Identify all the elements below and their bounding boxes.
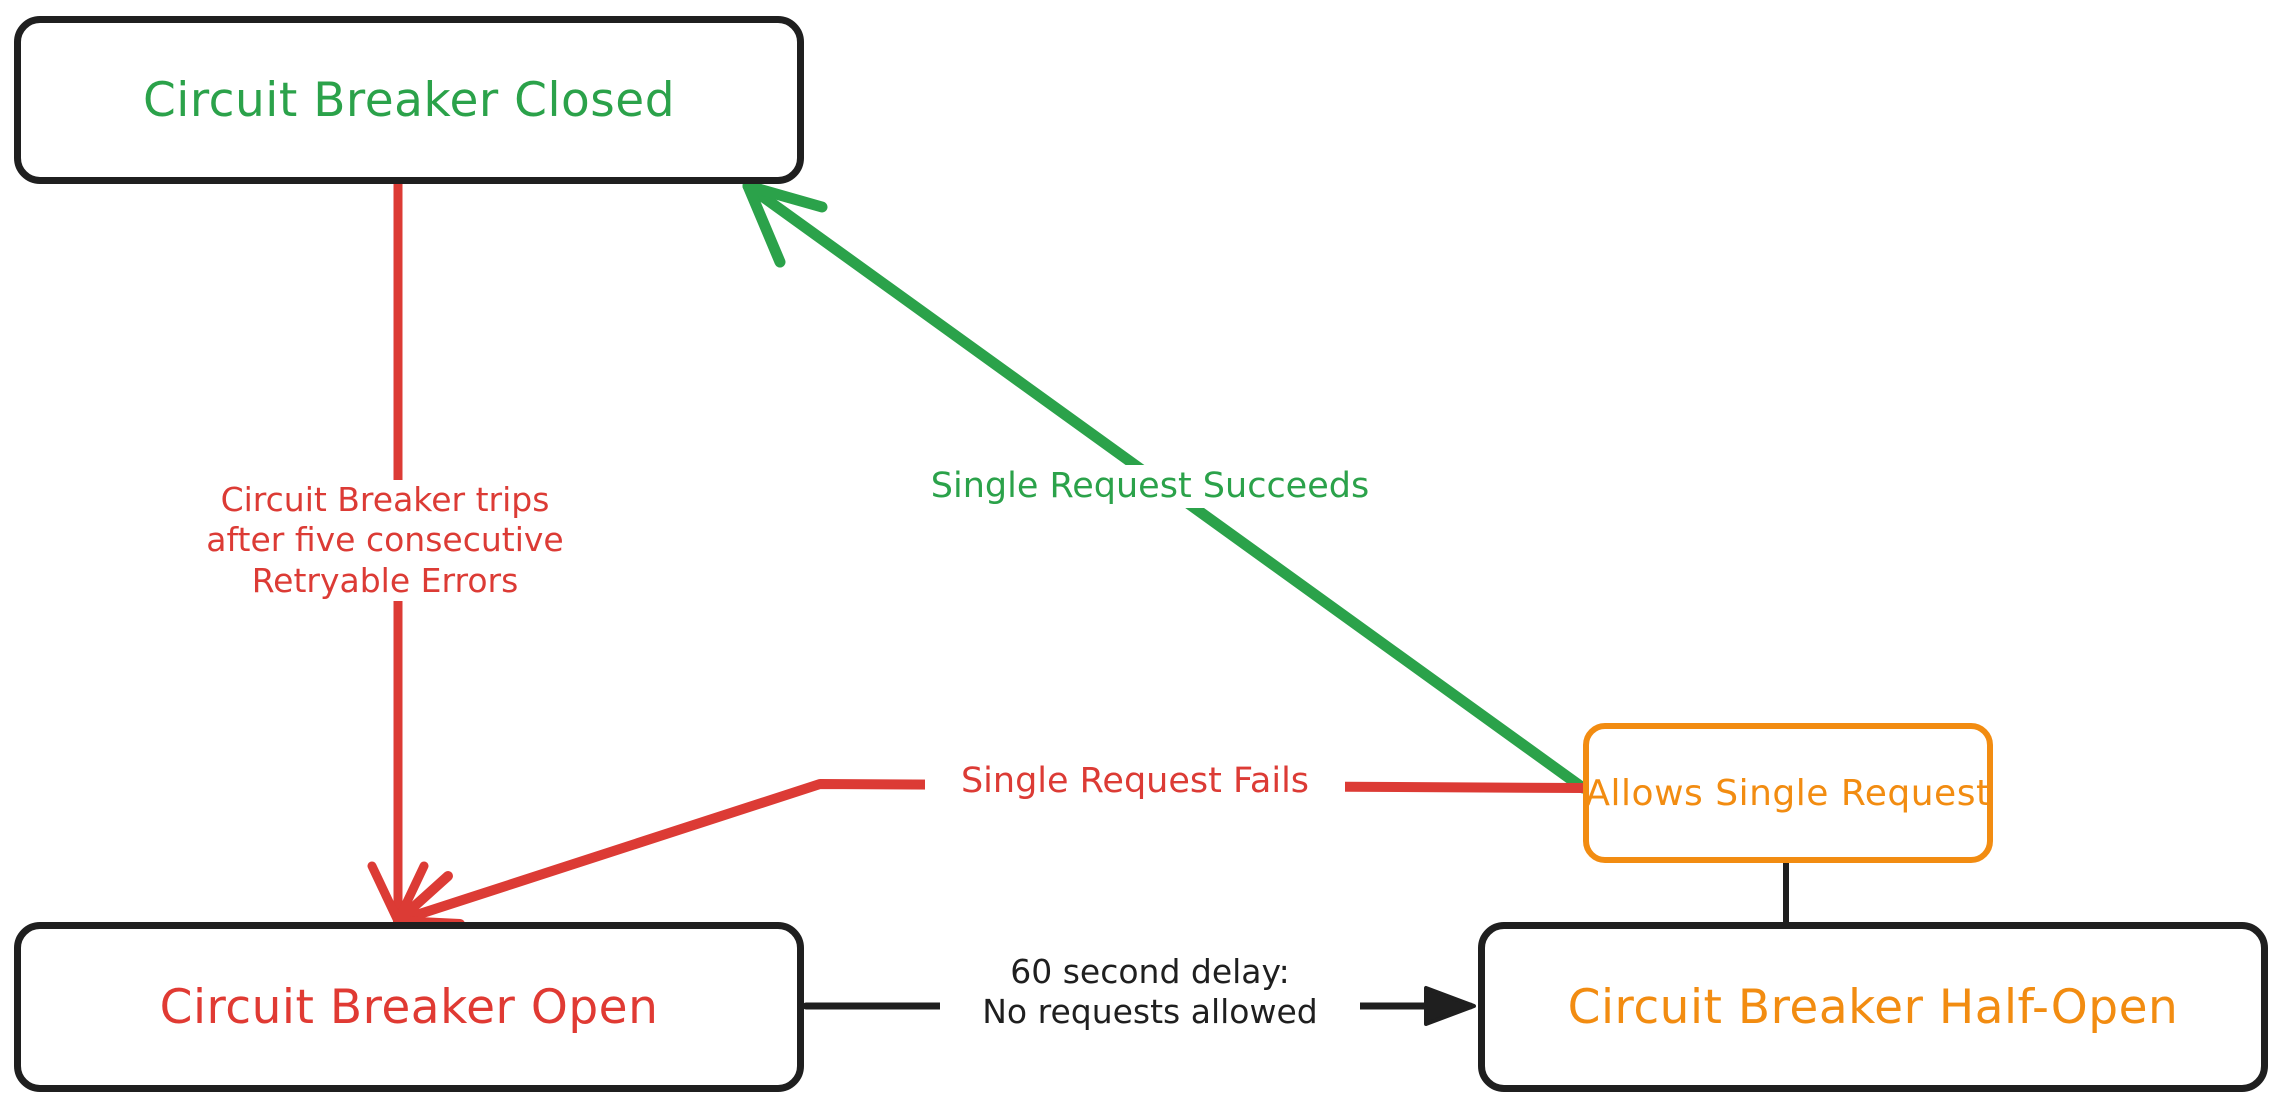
edge-allows-to-open <box>393 779 1588 929</box>
edge-label-allows-to-open: Single Request Fails <box>925 760 1345 803</box>
node-label-closed: Circuit Breaker Closed <box>142 72 676 128</box>
node-circuit-breaker-half-open[interactable]: Circuit Breaker Half-Open <box>1478 922 2268 1092</box>
edge-label-line: Retryable Errors <box>251 560 519 600</box>
node-circuit-breaker-closed[interactable]: Circuit Breaker Closed <box>14 16 804 184</box>
edge-label-line: Circuit Breaker trips <box>220 480 550 519</box>
node-allows-single-request[interactable]: Allows Single Request <box>1583 723 1993 863</box>
edge-label-line: Single Request Succeeds <box>930 466 1370 506</box>
edge-label-allows-to-closed: Single Request Succeeds <box>905 465 1395 508</box>
edge-label-line: No requests allowed <box>982 992 1318 1032</box>
edge-label-open-to-half-open: 60 second delay: No requests allowed <box>940 952 1360 1033</box>
node-circuit-breaker-open[interactable]: Circuit Breaker Open <box>14 922 804 1092</box>
edge-label-line: Single Request Fails <box>960 761 1310 801</box>
edge-label-line: 60 second delay: <box>1010 952 1290 991</box>
node-label-allows-single-request: Allows Single Request <box>1585 772 1991 814</box>
node-label-half-open: Circuit Breaker Half-Open <box>1567 979 2179 1035</box>
edge-label-line: after five consecutive <box>206 520 564 560</box>
node-label-open: Circuit Breaker Open <box>159 979 659 1035</box>
edge-label-closed-to-open: Circuit Breaker trips after five consecu… <box>170 480 600 601</box>
